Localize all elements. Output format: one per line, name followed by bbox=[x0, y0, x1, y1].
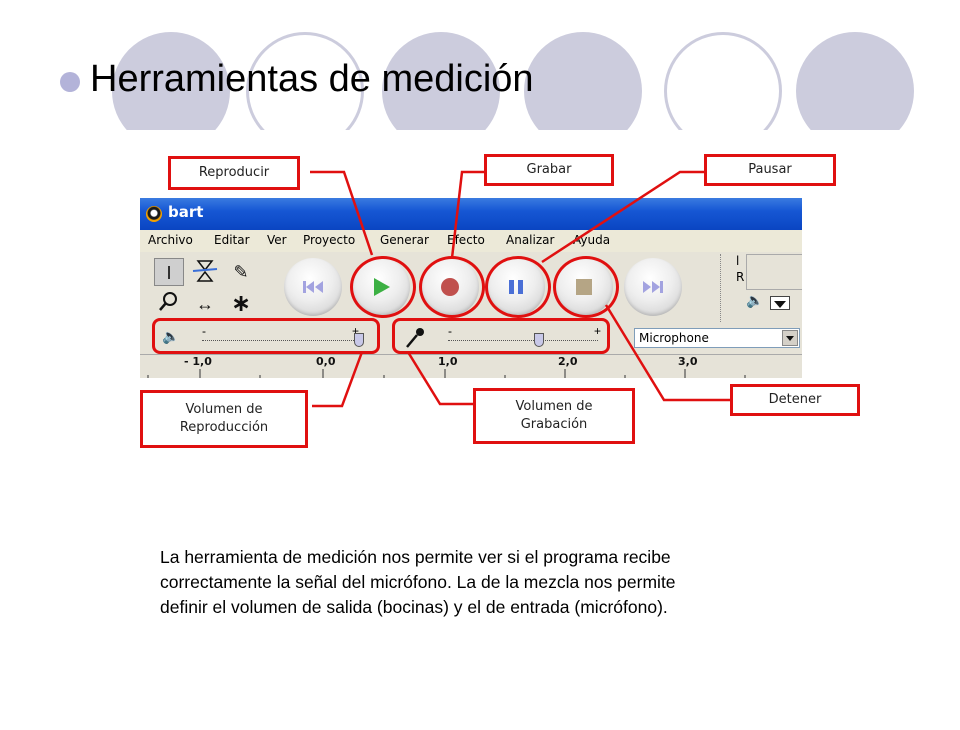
record-slider-min: - bbox=[448, 324, 452, 338]
playback-slider-min: - bbox=[202, 324, 206, 338]
menu-ayuda[interactable]: Ayuda bbox=[573, 233, 611, 247]
menu-analizar[interactable]: Analizar bbox=[506, 233, 555, 247]
label-volumen-grabacion: Volumen de Grabación bbox=[473, 388, 635, 444]
ruler-tick: - 1,0 bbox=[184, 355, 212, 368]
playback-volume-highlight bbox=[152, 318, 380, 354]
timeshift-tool-icon[interactable]: ↔ bbox=[196, 294, 214, 314]
selection-tool-icon[interactable]: I bbox=[154, 258, 184, 286]
tool-palette: I ✎ ↔ ∗ bbox=[152, 256, 262, 320]
window-title: bart bbox=[168, 203, 204, 221]
skip-start-button[interactable] bbox=[284, 258, 342, 316]
chevron-down-icon[interactable] bbox=[782, 330, 798, 346]
zoom-tool-icon[interactable] bbox=[154, 290, 184, 318]
label-pausar: Pausar bbox=[704, 154, 836, 186]
label-volumen-reproduccion: Volumen de Reproducción bbox=[140, 390, 308, 448]
description-line: La herramienta de medición nos permite v… bbox=[160, 547, 671, 567]
ruler-tick: 2,0 bbox=[558, 355, 578, 368]
level-meter[interactable] bbox=[746, 254, 802, 290]
speaker-icon: 🔈 bbox=[162, 328, 180, 344]
menu-efecto[interactable]: Efecto bbox=[447, 233, 485, 247]
menu-archivo[interactable]: Archivo bbox=[148, 233, 193, 247]
draw-tool-icon[interactable]: ✎ bbox=[233, 262, 249, 282]
label-detener: Detener bbox=[730, 384, 860, 416]
slide-description: La herramienta de medición nos permite v… bbox=[160, 545, 880, 620]
skip-end-button[interactable] bbox=[624, 258, 682, 316]
meter-speaker-icon[interactable]: 🔈 bbox=[746, 292, 764, 308]
play-highlight bbox=[350, 256, 416, 318]
envelope-tool-icon[interactable] bbox=[190, 258, 220, 286]
window-titlebar: bart bbox=[140, 198, 802, 230]
title-bullet bbox=[60, 72, 80, 92]
record-slider[interactable]: - + bbox=[436, 324, 606, 350]
menu-generar[interactable]: Generar bbox=[380, 233, 429, 247]
ruler-ticks bbox=[147, 369, 746, 378]
record-slider-max: + bbox=[594, 324, 602, 338]
menu-editar[interactable]: Editar bbox=[214, 233, 250, 247]
record-highlight bbox=[419, 256, 485, 318]
playback-slider[interactable]: - + bbox=[190, 324, 370, 350]
multi-tool-icon[interactable]: ∗ bbox=[230, 290, 252, 317]
meter-dropdown-icon[interactable] bbox=[770, 296, 790, 310]
meter-left-label: l bbox=[736, 254, 740, 268]
app-icon bbox=[146, 206, 162, 222]
description-line: correctamente la señal del micrófono. La… bbox=[160, 572, 676, 592]
record-slider-thumb[interactable] bbox=[534, 333, 544, 347]
record-volume-highlight bbox=[392, 318, 610, 354]
menu-ver[interactable]: Ver bbox=[267, 233, 287, 247]
playback-slider-max: + bbox=[352, 324, 360, 338]
skip-start-icon bbox=[303, 281, 323, 293]
stop-highlight bbox=[553, 256, 619, 318]
microphone-icon bbox=[404, 326, 426, 355]
playback-slider-thumb[interactable] bbox=[354, 333, 364, 347]
label-grabar: Grabar bbox=[484, 154, 614, 186]
input-source-select[interactable]: Microphone bbox=[634, 328, 800, 348]
menu-proyecto[interactable]: Proyecto bbox=[303, 233, 356, 247]
menu-bar: Archivo Editar Ver Proyecto Generar Efec… bbox=[140, 230, 802, 252]
description-line: definir el volumen de salida (bocinas) y… bbox=[160, 597, 668, 617]
input-source-value: Microphone bbox=[639, 331, 709, 345]
timeline-ruler[interactable]: - 1,0 0,0 1,0 2,0 3,0 bbox=[140, 354, 802, 378]
pause-highlight bbox=[485, 256, 551, 318]
label-reproducir: Reproducir bbox=[168, 156, 300, 190]
meter-right-label: R bbox=[736, 270, 745, 284]
slide-title: Herramientas de medición bbox=[90, 58, 534, 100]
skip-end-icon bbox=[643, 281, 663, 293]
toolbar-separator bbox=[720, 254, 723, 322]
